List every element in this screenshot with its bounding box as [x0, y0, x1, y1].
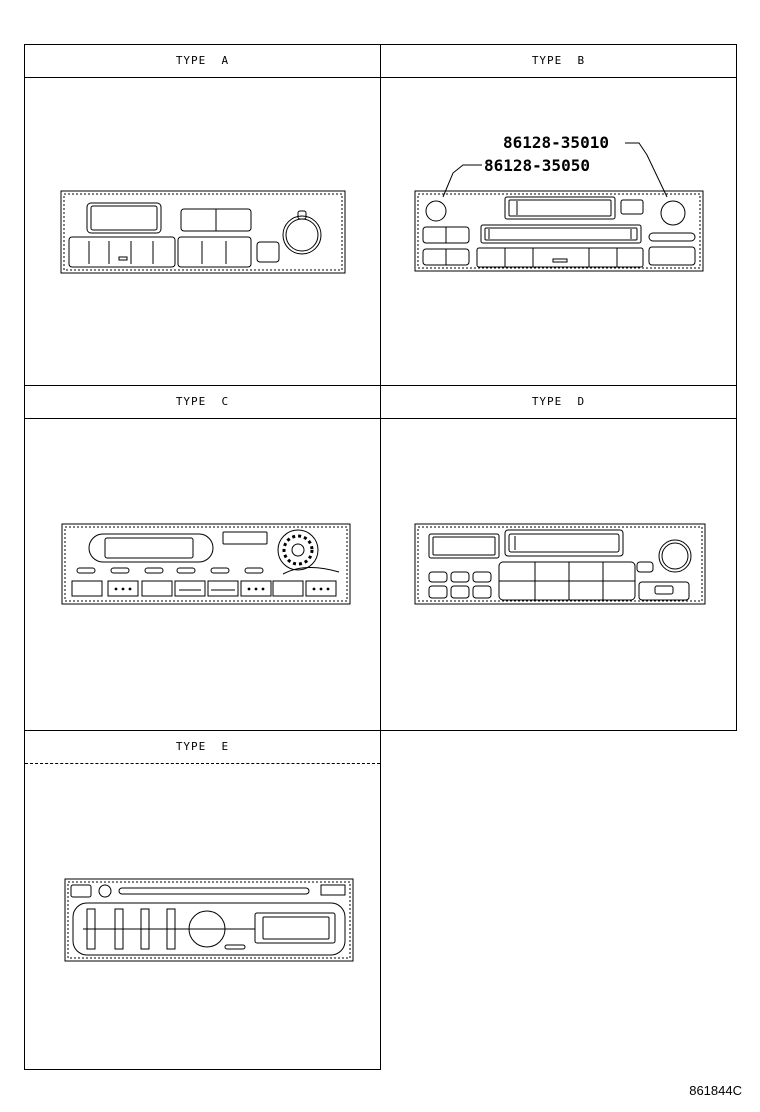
diagram-reference-code: 861844C [689, 1083, 742, 1098]
part-number-86128-35050: 86128-35050 [484, 156, 590, 175]
radio-type-e-drawing [64, 878, 354, 962]
radio-type-a-drawing [60, 190, 346, 274]
panel-type-a-label: TYPE A [25, 45, 380, 78]
panel-type-c-label: TYPE C [25, 386, 380, 419]
radio-type-b-drawing: 86128-35010 86128-35050 [414, 133, 704, 272]
panel-type-a: TYPE A [24, 44, 381, 386]
radio-type-c-drawing [61, 523, 351, 605]
radio-type-d-drawing [414, 523, 706, 605]
panel-type-e: TYPE E [24, 730, 381, 1070]
panel-type-d: TYPE D [380, 385, 737, 731]
part-number-86128-35010: 86128-35010 [503, 133, 609, 152]
panel-type-b: TYPE B [380, 44, 737, 386]
panel-type-d-label: TYPE D [381, 386, 736, 419]
panel-type-e-label: TYPE E [25, 731, 380, 764]
panel-type-c: TYPE C [24, 385, 381, 731]
panel-type-b-label: TYPE B [381, 45, 736, 78]
